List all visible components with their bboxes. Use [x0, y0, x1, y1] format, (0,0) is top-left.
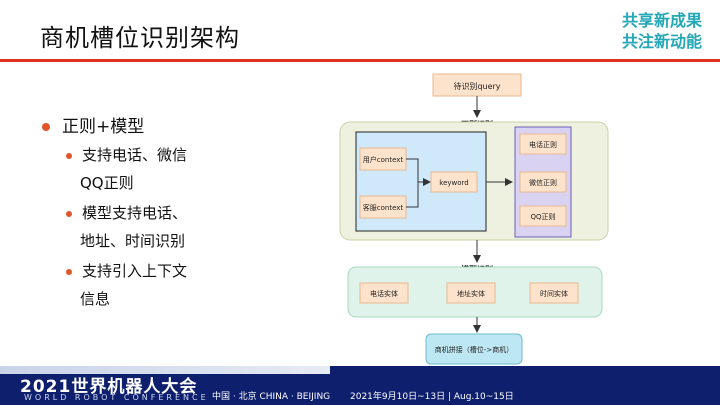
sub-bullet-2-line1: 模型支持电话、: [82, 204, 188, 222]
sub-bullet-1-line2: QQ正则: [80, 174, 134, 192]
sub-bullet-3-line2: 信息: [80, 290, 111, 308]
footer-brand: 2021世界机器人大会: [20, 377, 198, 397]
slogan-line-2: 共注新动能: [621, 32, 702, 51]
address-entity-text: 地址实体: [457, 289, 485, 298]
time-entity-text: 时间实体: [540, 289, 568, 298]
time-entity-box: [529, 282, 579, 304]
qq-regex-box: [519, 205, 567, 227]
sub-bullet-2: 模型支持电话、: [66, 202, 187, 223]
wechat-regex-box: [519, 171, 567, 193]
sub-bullet-1: 支持电话、微信: [66, 144, 187, 165]
sub-bullet-3-line1: 支持引入上下文: [82, 262, 188, 280]
concat-box: [425, 333, 523, 365]
qq-regex-text: QQ正则: [530, 213, 555, 221]
bullet-dot-icon: [66, 210, 72, 217]
arrow-agent-to-keyword: [406, 182, 419, 208]
slogan: 共享新成果 共注新动能: [622, 10, 702, 52]
footer-photo-strip: [0, 366, 330, 374]
keyword-box: [430, 171, 478, 193]
keyword-text: keyword: [439, 179, 468, 187]
query-text: 待识别query: [453, 81, 500, 91]
sub-bullet-2-line2: 地址、时间识别: [80, 232, 186, 250]
slogan-line-1: 共享新成果: [621, 11, 702, 30]
concat-text: 商机拼接（槽位->商机）: [435, 345, 513, 354]
bullet-dot-icon: [66, 152, 72, 159]
address-entity-box: [446, 282, 496, 304]
phone-regex-text: 电话正则: [529, 140, 557, 149]
phone-entity-box: [359, 282, 409, 304]
footer-location: 中国 · 北京 CHINA · BEIJING: [212, 392, 331, 402]
phone-regex-box: [519, 133, 567, 155]
footer-brand-en: WORLD ROBOT CONFERENCE: [24, 393, 209, 402]
wechat-regex-text: 微信正则: [529, 178, 557, 187]
bullet-dot-icon: [66, 268, 72, 275]
bullet-main: 正则+模型: [42, 112, 144, 137]
sub-bullet-1-line1: 支持电话、微信: [82, 146, 188, 164]
sub-bullet-3: 支持引入上下文: [66, 260, 187, 281]
agent-context-text: 客服context: [363, 203, 404, 212]
bullet-main-text: 正则+模型: [62, 117, 145, 137]
user-context-text: 用户context: [363, 155, 404, 164]
arrow-user-to-keyword: [406, 158, 431, 186]
phone-entity-text: 电话实体: [370, 289, 398, 298]
title-divider: [0, 59, 720, 62]
page-title: 商机槽位识别架构: [40, 24, 240, 52]
bullet-dot-icon: [42, 123, 50, 131]
footer-date: 2021年9月10日~13日 | Aug.10~15日: [350, 392, 514, 402]
